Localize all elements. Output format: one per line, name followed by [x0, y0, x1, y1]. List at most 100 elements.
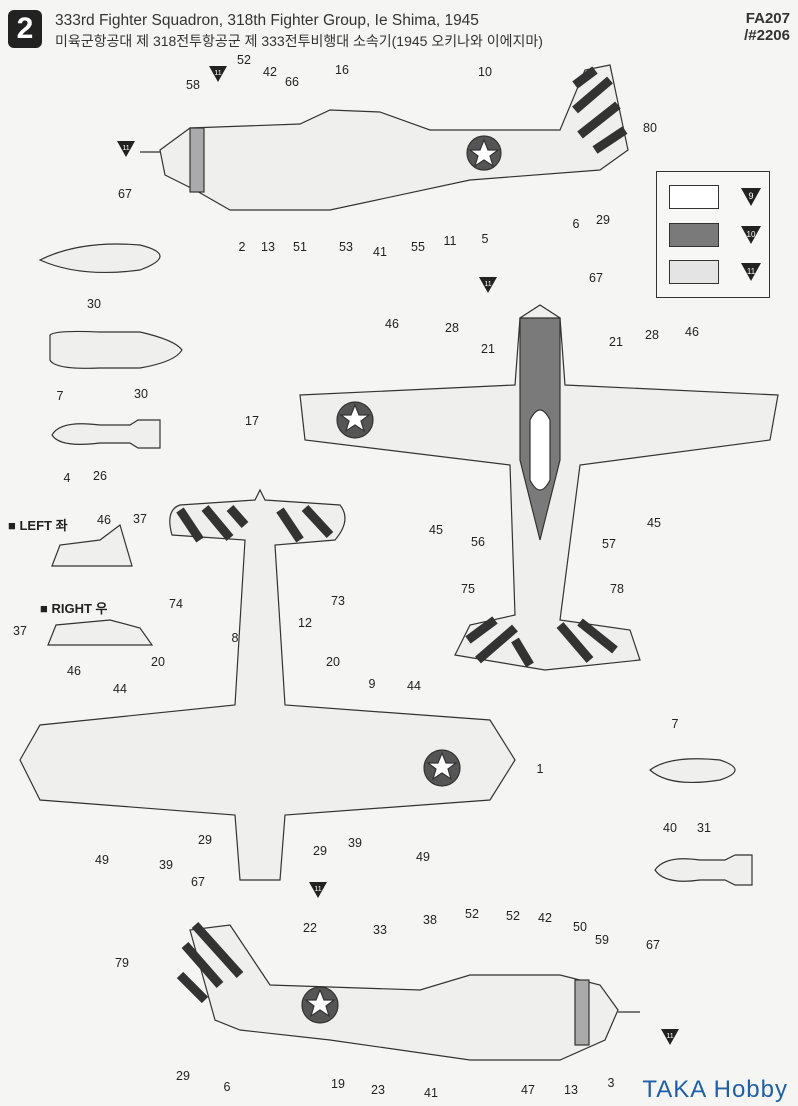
callout-bottom-view: 44 [407, 679, 421, 693]
callout-bottom-view: 49 [416, 850, 430, 864]
svg-text:11: 11 [122, 145, 129, 152]
paint-marker-icon: 11 [479, 277, 497, 293]
paint-marker-10-icon: 10 [741, 226, 761, 244]
right-detail-label: ■ RIGHT 우 [40, 601, 108, 616]
callout-profile-right: 50 [573, 920, 587, 934]
callout-stores-right: 31 [697, 821, 711, 835]
callout-details: 46 [97, 513, 111, 527]
callout-top-view: 21 [609, 335, 623, 349]
callout-top-view: 57 [602, 537, 616, 551]
paint-marker-11-icon: 11 [741, 263, 761, 281]
callout-profile-right: 42 [538, 911, 552, 925]
callout-profile-right: 41 [424, 1086, 438, 1100]
callout-profile-left: 13 [261, 240, 275, 254]
top-view [299, 304, 779, 671]
callout-profile-right: 52 [506, 909, 520, 923]
paint-marker-icon: 11 [661, 1029, 679, 1045]
callout-profile-left: 2 [238, 240, 246, 254]
callout-details: 37 [133, 512, 147, 526]
callout-bottom-view: 1 [536, 762, 544, 776]
callout-top-view: 46 [385, 317, 399, 331]
callout-profile-left: 80 [643, 121, 657, 135]
callout-bottom-view: 8 [231, 631, 239, 645]
color-swatch-11 [669, 260, 719, 284]
callout-stores-left: 30 [87, 297, 101, 311]
callout-stores-right: 7 [671, 717, 679, 731]
callout-top-view: 45 [429, 523, 443, 537]
callout-profile-left: 58 [186, 78, 200, 92]
callout-profile-right: 47 [521, 1083, 535, 1097]
callout-profile-left: 16 [335, 63, 349, 77]
callout-profile-left: 5 [481, 232, 489, 246]
callout-bottom-view: 49 [95, 853, 109, 867]
drop-tank-right [649, 758, 736, 784]
callout-stores-left: 30 [134, 387, 148, 401]
bottom-view [19, 488, 516, 881]
callout-bottom-view: 74 [169, 597, 183, 611]
callout-profile-right: 13 [564, 1083, 578, 1097]
callout-top-view: 45 [647, 516, 661, 530]
callout-bottom-view: 44 [113, 682, 127, 696]
color-swatch-9 [669, 185, 719, 209]
callout-bottom-view: 73 [331, 594, 345, 608]
callout-profile-right: 3 [607, 1076, 615, 1090]
callout-bottom-view: 9 [368, 677, 376, 691]
step-number-badge: 2 [8, 10, 42, 48]
callout-profile-left: 67 [118, 187, 132, 201]
paint-marker-9-icon: 9 [741, 188, 761, 206]
drop-tank-side [38, 243, 161, 274]
callout-profile-right: 67 [646, 938, 660, 952]
callout-profile-left: 55 [411, 240, 425, 254]
callout-profile-right: 52 [465, 907, 479, 921]
svg-text:11: 11 [666, 1033, 673, 1040]
scheme-title-english: 333rd Fighter Squadron, 318th Fighter Gr… [55, 12, 479, 29]
svg-text:11: 11 [314, 886, 321, 893]
svg-text:11: 11 [484, 281, 491, 288]
callout-profile-left: 53 [339, 240, 353, 254]
color-swatch-10 [669, 223, 719, 247]
callout-profile-right: 38 [423, 913, 437, 927]
left-detail-label: ■ LEFT 좌 [8, 518, 68, 533]
svg-text:9: 9 [748, 191, 753, 201]
callout-bottom-view: 20 [151, 655, 165, 669]
callout-profile-right: 59 [595, 933, 609, 947]
callout-stores-left: 7 [56, 389, 64, 403]
paint-marker-icon: 11 [117, 141, 135, 157]
callout-top-view: 28 [645, 328, 659, 342]
callout-profile-right: 33 [373, 923, 387, 937]
callout-bottom-view: 29 [198, 833, 212, 847]
left-profile-view [140, 64, 629, 211]
color-legend: 9 10 11 [656, 171, 770, 298]
callout-top-view: 56 [471, 535, 485, 549]
kit-code: FA207 /#2206 [744, 10, 790, 44]
callout-profile-right: 29 [176, 1069, 190, 1083]
cockpit-detail-right [47, 619, 154, 646]
callout-top-view: 21 [481, 342, 495, 356]
callout-top-view: 67 [589, 271, 603, 285]
kit-code-1: FA207 [745, 10, 790, 27]
callout-profile-right: 19 [331, 1077, 345, 1091]
svg-text:10: 10 [747, 230, 756, 239]
bomb-right [654, 854, 753, 886]
callout-profile-left: 29 [596, 213, 610, 227]
paint-marker-icon: 11 [309, 882, 327, 898]
watermark: TAKA Hobby [642, 1076, 788, 1103]
callout-bottom-view: 29 [313, 844, 327, 858]
callout-profile-left: 41 [373, 245, 387, 259]
callout-top-view: 46 [685, 325, 699, 339]
callout-profile-left: 51 [293, 240, 307, 254]
callout-top-view: 28 [445, 321, 459, 335]
callout-profile-left: 66 [285, 75, 299, 89]
callout-profile-left: 10 [478, 65, 492, 79]
callout-profile-right: 22 [303, 921, 317, 935]
svg-text:11: 11 [747, 267, 756, 276]
paint-marker-icon: 11 [209, 66, 227, 82]
right-profile-view [176, 921, 640, 1061]
callout-bottom-view: 12 [298, 616, 312, 630]
callout-profile-right: 23 [371, 1083, 385, 1097]
cockpit-detail-left [51, 524, 133, 567]
drop-tank-large [49, 330, 183, 369]
callout-bottom-view: 20 [326, 655, 340, 669]
